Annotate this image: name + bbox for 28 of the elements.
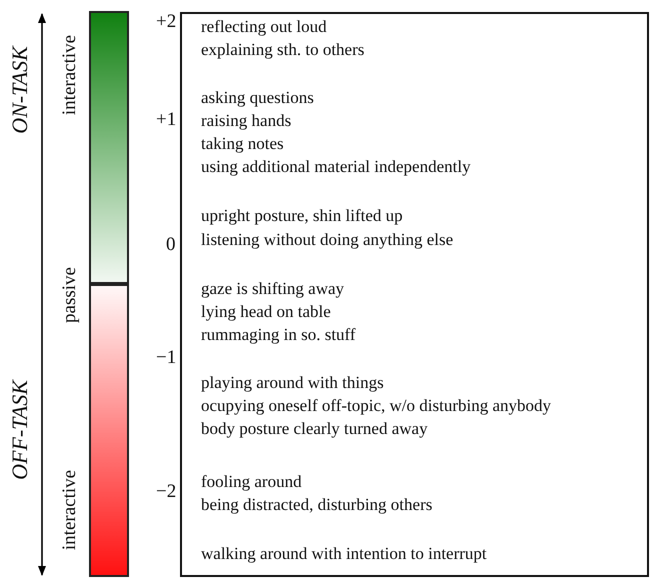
behavior-text: ocupying oneself off-topic, w/o disturbing anybody [201, 396, 552, 416]
mode-label: interactive [60, 470, 80, 550]
behavior-text: walking around with intention to interrupt [201, 544, 487, 564]
behavior-text: fooling around [201, 472, 302, 492]
category-label: ON-TASK [10, 46, 30, 134]
behavior-list-panel [180, 12, 649, 577]
behavior-text: using additional material independently [201, 157, 471, 177]
scale-value: +1 [156, 110, 176, 130]
category-label: OFF-TASK [10, 380, 30, 480]
mode-label: interactive [60, 34, 80, 116]
behavior-text: being distracted, disturbing others [201, 495, 432, 515]
behavior-text: gaze is shifting away [201, 279, 344, 299]
scale-value: −2 [156, 482, 176, 502]
behavior-text: asking questions [201, 88, 314, 108]
behavior-text: lying head on table [201, 302, 331, 322]
behavior-text: explaining sth. to others [201, 40, 364, 60]
behavior-text: body posture clearly turned away [201, 419, 428, 439]
scale-value: +2 [156, 12, 176, 32]
behavior-text: reflecting out loud [201, 17, 327, 37]
behavior-text: raising hands [201, 111, 292, 131]
scale-value: 0 [166, 235, 176, 255]
behavior-text: listening without doing anything else [201, 230, 454, 250]
behavior-text: upright posture, shin lifted up [201, 206, 403, 226]
mode-label: passive [60, 267, 80, 323]
scale-value: −1 [156, 348, 176, 368]
behavior-text: taking notes [201, 134, 284, 154]
behavior-text: playing around with things [201, 373, 384, 393]
behavior-text: rummaging in so. stuff [201, 325, 356, 345]
